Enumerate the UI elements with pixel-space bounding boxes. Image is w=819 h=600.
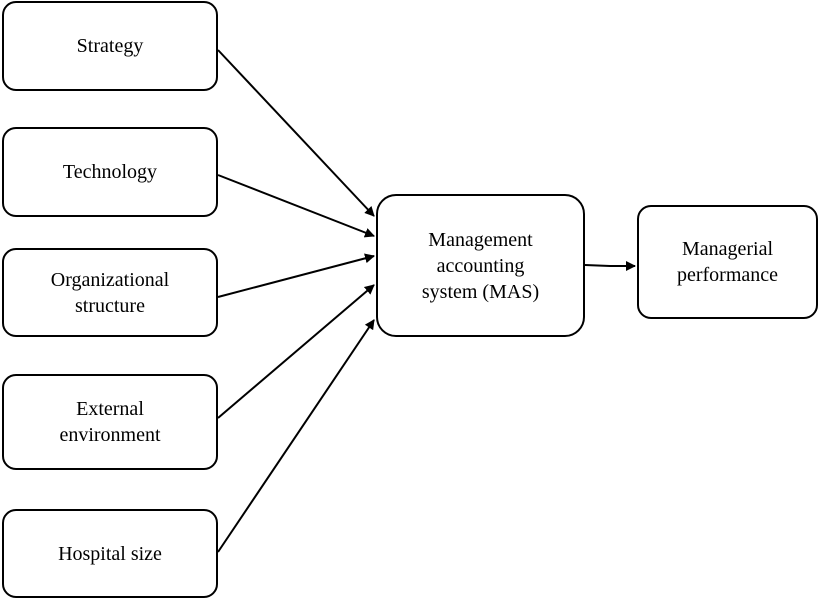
node-external-environment: External environment	[2, 374, 218, 470]
node-organizational-structure-label: Organizational structure	[50, 268, 170, 317]
node-hospital-size-label: Hospital size	[58, 542, 162, 565]
node-strategy-label: Strategy	[76, 35, 144, 57]
node-management-accounting-system-label: Management accounting system (MAS)	[421, 228, 540, 303]
node-technology-label: Technology	[62, 161, 158, 183]
node-management-accounting-system: Management accounting system (MAS)	[376, 194, 585, 337]
arrow-hospital-size-to-mas	[217, 319, 375, 553]
node-strategy: Strategy	[2, 1, 218, 91]
arrow-strategy-to-mas	[217, 49, 375, 217]
node-organizational-structure: Organizational structure	[2, 248, 218, 337]
arrow-environment-to-mas	[217, 284, 375, 419]
node-hospital-size: Hospital size	[2, 509, 218, 598]
node-managerial-performance: Managerial performance	[637, 205, 818, 319]
node-managerial-performance-label: Managerial performance	[676, 238, 779, 286]
arrow-structure-to-mas	[217, 253, 375, 298]
node-technology: Technology	[2, 127, 218, 217]
arrow-mas-to-performance	[584, 261, 636, 271]
arrow-technology-to-mas	[217, 174, 375, 238]
node-external-environment-label: External environment	[59, 398, 161, 446]
